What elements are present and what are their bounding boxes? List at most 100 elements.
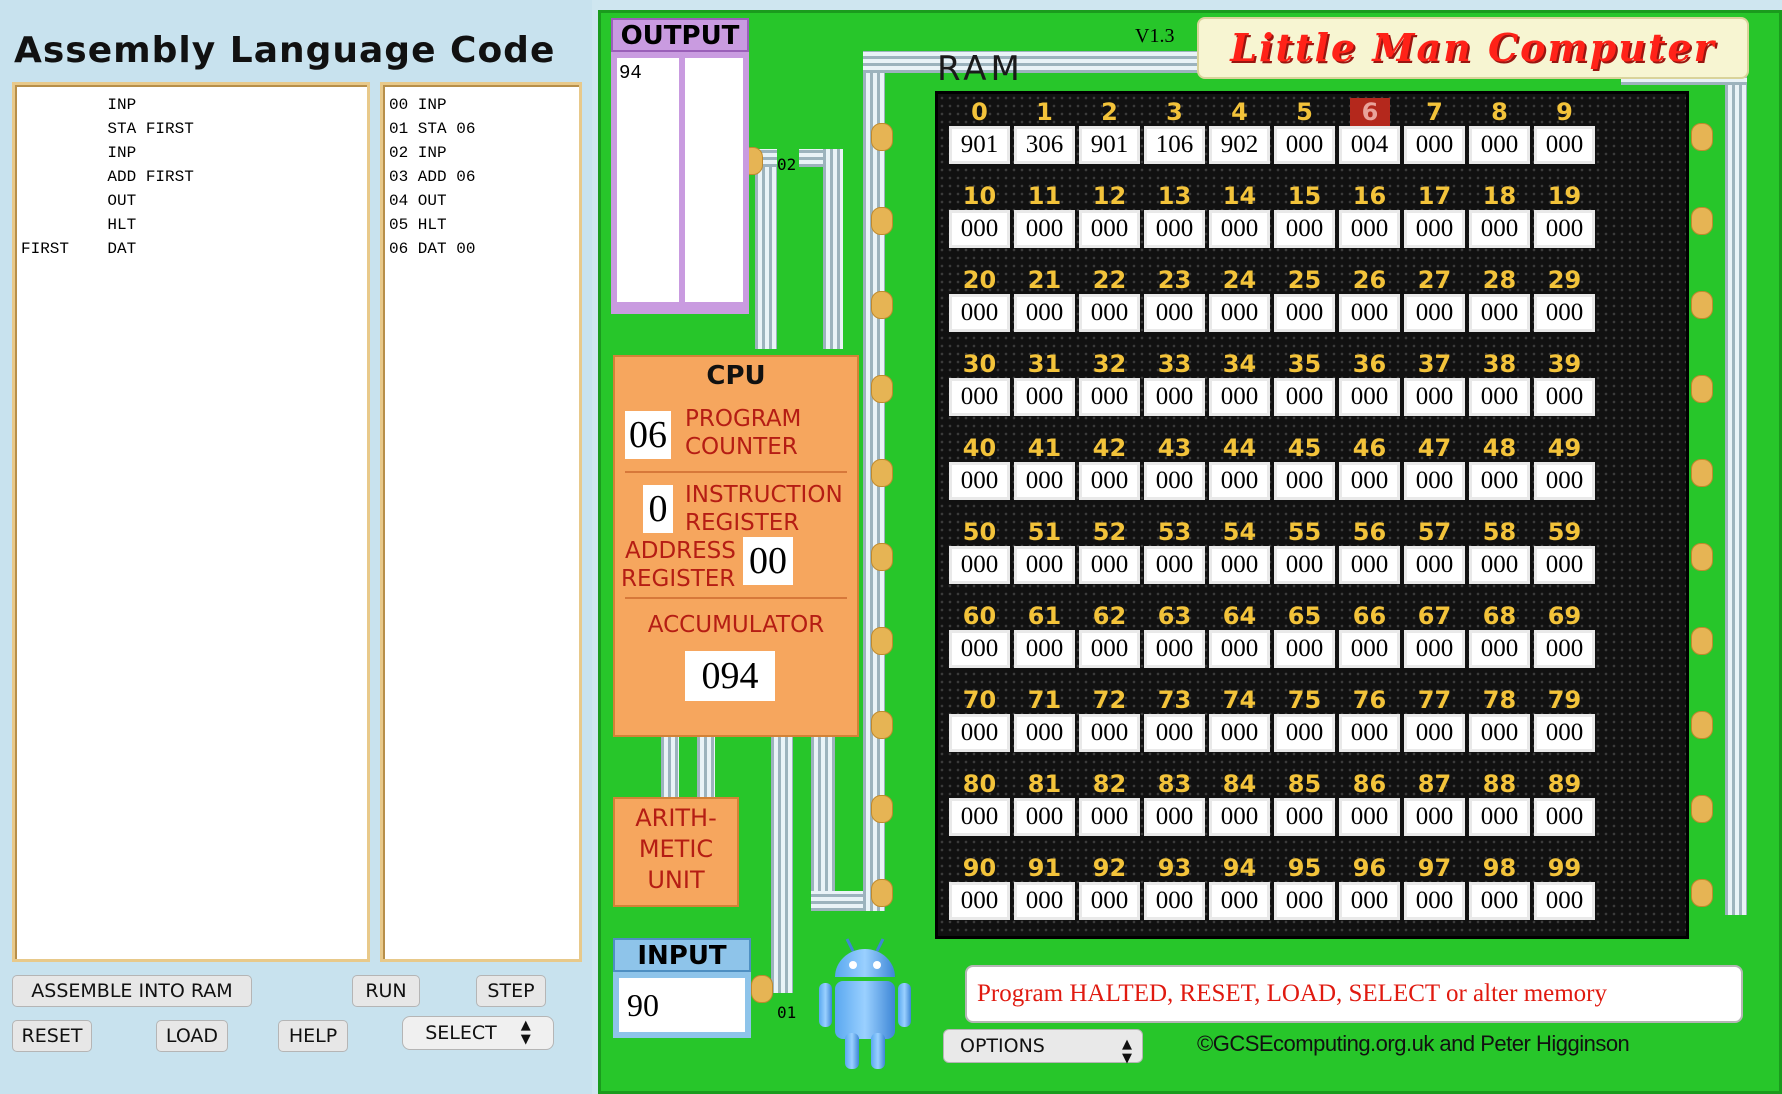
ram-value[interactable]: 000 xyxy=(1082,633,1137,665)
ram-value-box[interactable]: 000 xyxy=(1534,714,1595,752)
ram-value-box[interactable]: 000 xyxy=(949,630,1010,668)
ram-value[interactable]: 000 xyxy=(1147,381,1202,413)
ram-value[interactable]: 000 xyxy=(1537,549,1592,581)
ram-value[interactable]: 000 xyxy=(1147,717,1202,749)
ram-value[interactable]: 000 xyxy=(1082,801,1137,833)
ram-value-box[interactable]: 306 xyxy=(1014,126,1075,164)
ram-value-box[interactable]: 000 xyxy=(1274,126,1335,164)
ram-value[interactable]: 000 xyxy=(1342,549,1397,581)
ram-value-box[interactable]: 000 xyxy=(1534,462,1595,500)
ram-value-box[interactable]: 000 xyxy=(1339,882,1400,920)
ram-value[interactable]: 000 xyxy=(1537,717,1592,749)
ram-value-box[interactable]: 000 xyxy=(1209,462,1270,500)
ram-value-box[interactable]: 000 xyxy=(1014,210,1075,248)
ram-value[interactable]: 000 xyxy=(1407,465,1462,497)
ram-value-box[interactable]: 000 xyxy=(1144,714,1205,752)
ram-value[interactable]: 000 xyxy=(1537,633,1592,665)
ram-value-box[interactable]: 000 xyxy=(949,546,1010,584)
ram-value-box[interactable]: 000 xyxy=(1404,294,1465,332)
ram-value[interactable]: 000 xyxy=(1472,213,1527,245)
ram-value-box[interactable]: 000 xyxy=(949,294,1010,332)
ram-value[interactable]: 000 xyxy=(1472,717,1527,749)
ram-value[interactable]: 000 xyxy=(1472,549,1527,581)
ram-value-box[interactable]: 000 xyxy=(1144,462,1205,500)
ram-value[interactable]: 000 xyxy=(1472,381,1527,413)
ram-value[interactable]: 000 xyxy=(1277,213,1332,245)
load-button[interactable]: LOAD xyxy=(156,1020,228,1052)
ram-value-box[interactable]: 000 xyxy=(1079,210,1140,248)
ram-value[interactable]: 000 xyxy=(1472,465,1527,497)
ram-value-box[interactable]: 000 xyxy=(1469,714,1530,752)
ram-value-box[interactable]: 000 xyxy=(1144,546,1205,584)
ram-value-box[interactable]: 000 xyxy=(1339,210,1400,248)
ram-value-box[interactable]: 000 xyxy=(1534,294,1595,332)
ram-value-box[interactable]: 000 xyxy=(1209,714,1270,752)
ram-value-box[interactable]: 106 xyxy=(1144,126,1205,164)
run-button[interactable]: RUN xyxy=(352,975,420,1007)
ram-value[interactable]: 000 xyxy=(1537,129,1592,161)
ram-value-box[interactable]: 000 xyxy=(1534,378,1595,416)
ram-value-box[interactable]: 000 xyxy=(1079,630,1140,668)
ram-value-box[interactable]: 000 xyxy=(1404,126,1465,164)
ram-value[interactable]: 000 xyxy=(952,633,1007,665)
ram-value-box[interactable]: 000 xyxy=(1469,882,1530,920)
ram-value[interactable]: 000 xyxy=(1342,213,1397,245)
ram-value[interactable]: 000 xyxy=(1017,801,1072,833)
ram-value[interactable]: 000 xyxy=(1082,297,1137,329)
ram-value[interactable]: 000 xyxy=(1277,549,1332,581)
ram-value[interactable]: 000 xyxy=(1277,297,1332,329)
ram-value[interactable]: 000 xyxy=(1082,717,1137,749)
ram-value[interactable]: 000 xyxy=(1147,213,1202,245)
ram-value-box[interactable]: 902 xyxy=(1209,126,1270,164)
ram-value-box[interactable]: 004 xyxy=(1339,126,1400,164)
ram-value-box[interactable]: 000 xyxy=(1469,294,1530,332)
ram-value-box[interactable]: 901 xyxy=(1079,126,1140,164)
ram-value[interactable]: 000 xyxy=(1407,885,1462,917)
ram-value[interactable]: 000 xyxy=(1342,633,1397,665)
ram-value[interactable]: 000 xyxy=(1537,801,1592,833)
ram-value-box[interactable]: 000 xyxy=(1274,882,1335,920)
ram-value[interactable]: 000 xyxy=(952,297,1007,329)
ram-value[interactable]: 000 xyxy=(1017,633,1072,665)
ram-value-box[interactable]: 000 xyxy=(1404,546,1465,584)
ram-value-box[interactable]: 000 xyxy=(1079,546,1140,584)
ram-value-box[interactable]: 000 xyxy=(1014,294,1075,332)
ram-value-box[interactable]: 000 xyxy=(949,462,1010,500)
ram-value-box[interactable]: 000 xyxy=(1534,546,1595,584)
ram-value[interactable]: 004 xyxy=(1342,129,1397,161)
ram-value[interactable]: 000 xyxy=(1407,381,1462,413)
ram-value-box[interactable]: 000 xyxy=(1079,882,1140,920)
ram-value[interactable]: 000 xyxy=(1537,381,1592,413)
ram-value[interactable]: 901 xyxy=(952,129,1007,161)
ram-value-box[interactable]: 000 xyxy=(1274,378,1335,416)
ram-value[interactable]: 000 xyxy=(952,885,1007,917)
ram-value-box[interactable]: 000 xyxy=(1404,210,1465,248)
ram-value[interactable]: 000 xyxy=(1342,381,1397,413)
ram-value-box[interactable]: 000 xyxy=(1339,630,1400,668)
ram-value-box[interactable]: 000 xyxy=(1144,210,1205,248)
ram-value[interactable]: 000 xyxy=(1017,549,1072,581)
ram-value[interactable]: 000 xyxy=(1212,717,1267,749)
ram-value[interactable]: 000 xyxy=(1537,885,1592,917)
ram-value[interactable]: 000 xyxy=(1147,633,1202,665)
ram-value[interactable]: 000 xyxy=(1472,633,1527,665)
ram-value-box[interactable]: 000 xyxy=(1014,798,1075,836)
ram-value[interactable]: 000 xyxy=(1537,213,1592,245)
ram-value-box[interactable]: 000 xyxy=(949,714,1010,752)
ram-value[interactable]: 000 xyxy=(1212,381,1267,413)
ram-value[interactable]: 000 xyxy=(952,717,1007,749)
ram-value-box[interactable]: 000 xyxy=(1014,714,1075,752)
ram-value-box[interactable]: 000 xyxy=(1079,462,1140,500)
ram-value-box[interactable]: 000 xyxy=(1079,798,1140,836)
ram-value[interactable]: 000 xyxy=(1082,885,1137,917)
step-button[interactable]: STEP xyxy=(476,975,546,1007)
ram-value[interactable]: 000 xyxy=(1472,129,1527,161)
ram-value[interactable]: 000 xyxy=(1407,213,1462,245)
ram-value-box[interactable]: 000 xyxy=(1469,378,1530,416)
ram-value-box[interactable]: 000 xyxy=(1339,462,1400,500)
ram-value[interactable]: 000 xyxy=(1277,381,1332,413)
ram-value-box[interactable]: 000 xyxy=(1469,210,1530,248)
ram-value[interactable]: 000 xyxy=(1147,297,1202,329)
ram-value-box[interactable]: 000 xyxy=(1144,882,1205,920)
ram-value[interactable]: 000 xyxy=(1537,297,1592,329)
